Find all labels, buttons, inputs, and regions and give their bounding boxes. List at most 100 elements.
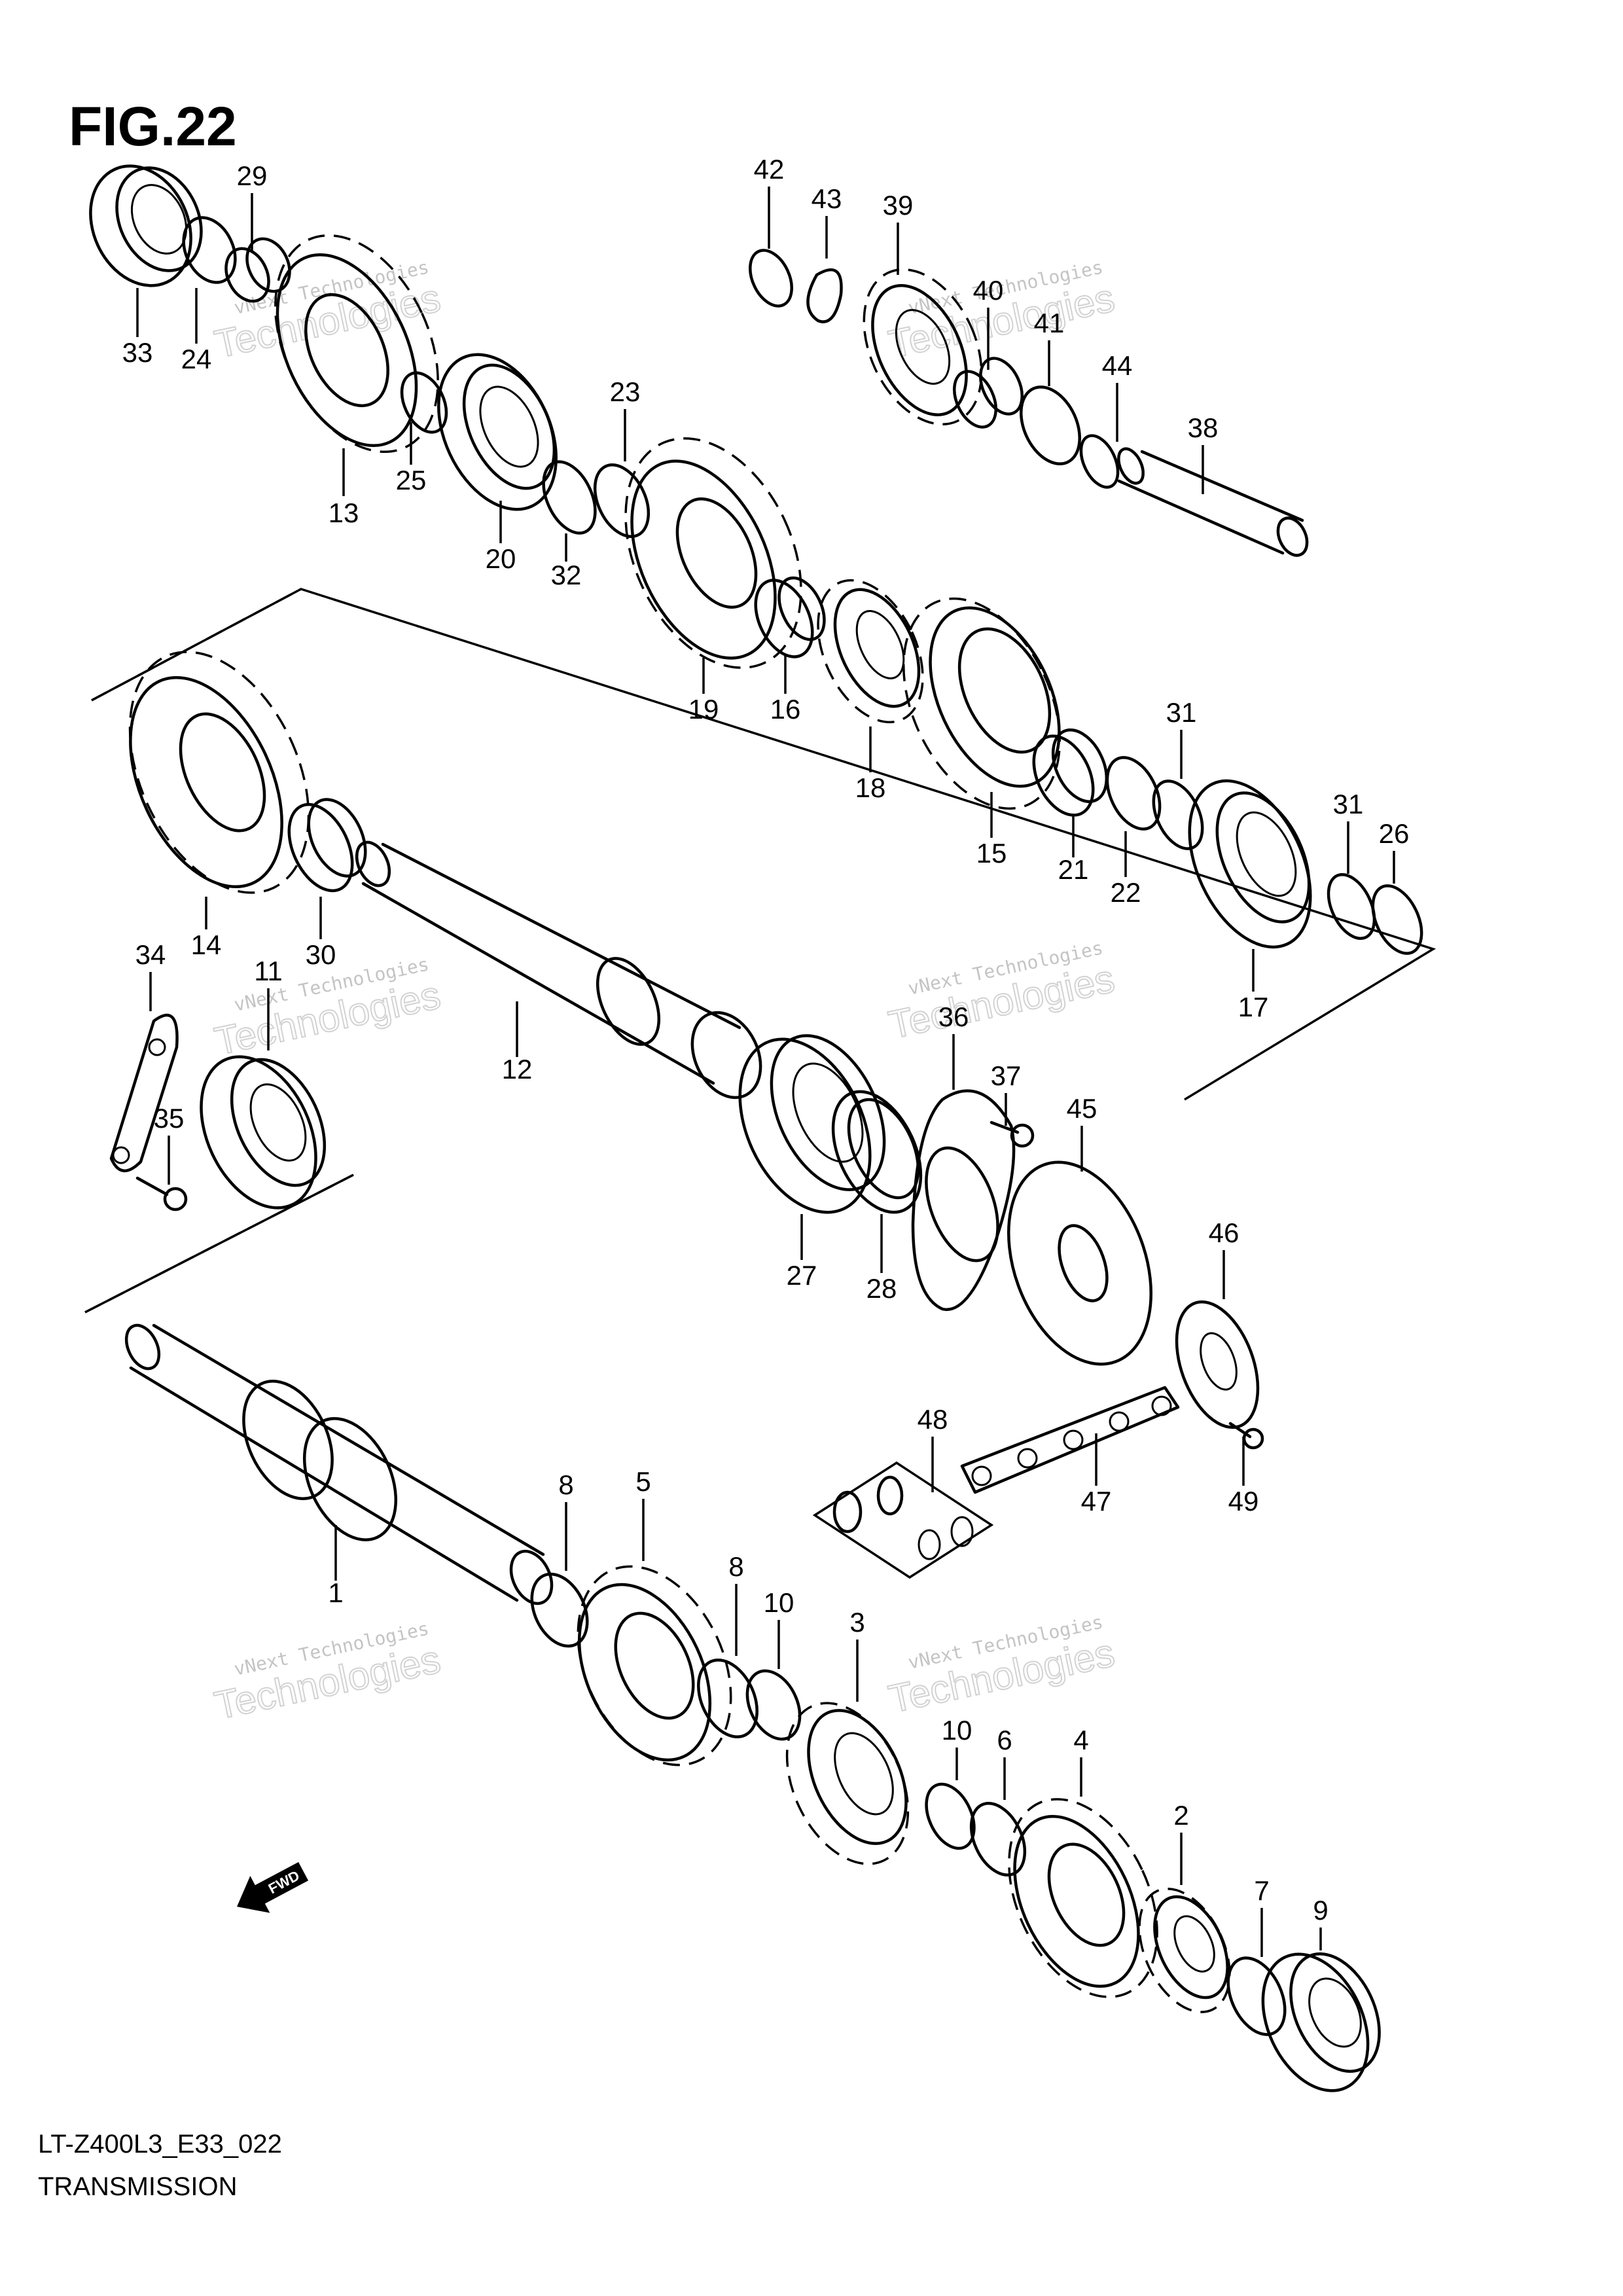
- callout-22: 22: [1111, 877, 1141, 908]
- screw-37: [990, 1121, 1035, 1148]
- gear-17: [1188, 779, 1312, 949]
- callout-43: 43: [812, 183, 842, 214]
- lock-plate-46: [1175, 1300, 1260, 1429]
- callout-48: 48: [918, 1404, 948, 1435]
- callout-17: 17: [1238, 992, 1269, 1022]
- bushing-30: [287, 798, 367, 893]
- callout-32: 32: [551, 560, 582, 590]
- bearing-11: [200, 1055, 327, 1210]
- driveshaft-1: [124, 1323, 554, 1605]
- callout-33: 33: [122, 337, 153, 368]
- callout-8a: 8: [558, 1469, 573, 1500]
- callout-45: 45: [1067, 1093, 1097, 1124]
- bolt-49: [1228, 1422, 1264, 1450]
- chain-joint-48: [812, 1461, 994, 1579]
- callout-8b: 8: [728, 1551, 743, 1582]
- callout-18: 18: [855, 772, 886, 803]
- callout-14: 14: [191, 929, 222, 960]
- washer-8b: [697, 1659, 758, 1738]
- callout-44: 44: [1102, 350, 1133, 381]
- washer-23: [593, 463, 651, 538]
- gear-39: [863, 268, 983, 425]
- callout-12: 12: [502, 1054, 533, 1085]
- gear-13: [274, 234, 439, 454]
- callout-31a: 31: [1166, 697, 1197, 728]
- driveshaft-frame: [84, 1174, 354, 1314]
- callout-36: 36: [938, 1001, 969, 1032]
- circlip-31b: [1327, 872, 1376, 941]
- bushing-16: [754, 576, 826, 658]
- sprocket-45: [1007, 1160, 1152, 1366]
- callout-31b: 31: [1333, 789, 1364, 819]
- callout-20: 20: [486, 543, 516, 574]
- washer-7: [1226, 1956, 1287, 2036]
- callout-29: 29: [237, 160, 268, 191]
- washer-8a: [530, 1572, 589, 1648]
- bearing-9: [1261, 1952, 1381, 2092]
- washer-24: [182, 216, 237, 284]
- callout-28: 28: [866, 1273, 897, 1304]
- callout-34: 34: [135, 939, 166, 970]
- gear-20: [437, 353, 558, 511]
- callout-37: 37: [991, 1060, 1022, 1091]
- oil-seal-28: [831, 1090, 923, 1214]
- washer-25: [400, 371, 448, 434]
- bushing-21: [1032, 728, 1109, 817]
- circlip-32: [542, 460, 597, 535]
- link-plate-34: [109, 1013, 179, 1173]
- figure-title: FIG.22: [69, 96, 237, 157]
- washer-43: [806, 268, 843, 323]
- gear-3: [785, 1702, 910, 1865]
- fwd-arrow-icon: FWD: [237, 1862, 309, 1913]
- callout-41: 41: [1034, 308, 1065, 338]
- circlip-10b: [925, 1782, 976, 1850]
- circlip-31a: [1152, 780, 1204, 850]
- callout-16: 16: [770, 694, 801, 725]
- washer-22: [1105, 756, 1162, 831]
- callout-39: 39: [883, 190, 914, 221]
- callout-49: 49: [1228, 1486, 1259, 1516]
- callout-19: 19: [688, 694, 719, 725]
- callout-4: 4: [1073, 1725, 1088, 1755]
- callout-11: 11: [254, 956, 283, 986]
- callout-27: 27: [787, 1260, 817, 1291]
- washer-6: [969, 1802, 1027, 1876]
- callout-1: 1: [328, 1577, 343, 1608]
- gear-2: [1138, 1888, 1231, 2013]
- shaft-38: [1117, 447, 1309, 557]
- callout-47: 47: [1081, 1486, 1112, 1516]
- callout-9: 9: [1313, 1895, 1328, 1926]
- callout-3: 3: [849, 1607, 865, 1638]
- washer-26: [1371, 884, 1423, 955]
- callout-42: 42: [754, 154, 785, 185]
- callout-38: 38: [1188, 412, 1219, 443]
- washer-41: [1020, 386, 1081, 465]
- callout-7: 7: [1254, 1875, 1269, 1906]
- figure-name: TRANSMISSION: [38, 2172, 237, 2201]
- gear-14: [128, 651, 310, 894]
- callout-labels: 1 2 3 4 5 6 7 8 8 9 10 10 11 12 13 14 15…: [122, 154, 1410, 1926]
- circlip-44: [1079, 434, 1120, 489]
- gear-4: [1008, 1798, 1158, 1998]
- callout-40: 40: [973, 275, 1004, 306]
- callout-21: 21: [1058, 854, 1089, 885]
- figure-code: LT-Z400L3_E33_022: [38, 2130, 282, 2159]
- gear-18: [817, 579, 924, 724]
- callout-26: 26: [1379, 818, 1410, 849]
- callout-24: 24: [181, 344, 212, 374]
- callout-15: 15: [976, 838, 1007, 869]
- gear-19: [624, 437, 802, 669]
- callout-35: 35: [154, 1103, 185, 1134]
- gear-5: [577, 1565, 732, 1767]
- callout-10b: 10: [942, 1715, 972, 1746]
- callout-6: 6: [997, 1725, 1012, 1755]
- callout-2: 2: [1173, 1800, 1188, 1831]
- callout-46: 46: [1209, 1217, 1240, 1248]
- callout-13: 13: [329, 497, 359, 528]
- chain-47: [960, 1386, 1180, 1494]
- callout-5: 5: [635, 1466, 651, 1497]
- gear-15: [902, 597, 1061, 810]
- callout-23: 23: [610, 376, 641, 407]
- callout-25: 25: [396, 465, 427, 495]
